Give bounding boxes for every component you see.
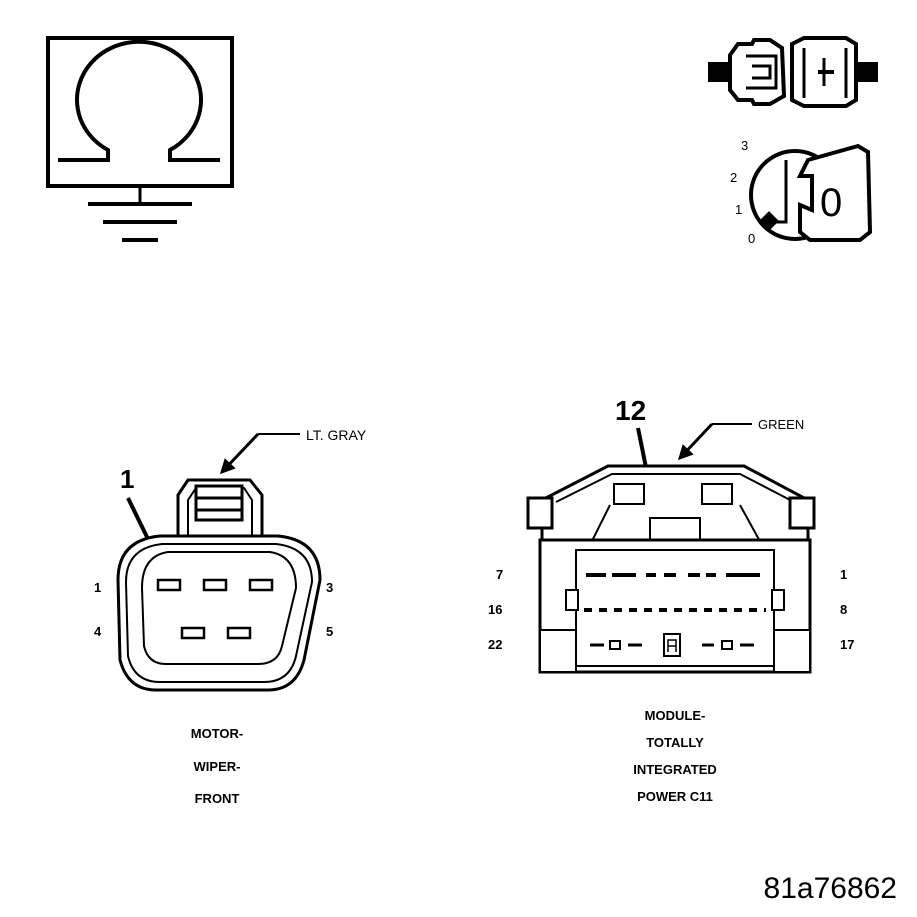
position-3-label: 3 <box>741 138 748 153</box>
key-position-label: 0 <box>820 181 842 225</box>
connector-name-line-1: MOTOR- <box>191 726 243 741</box>
connector-name-line-4: POWER C11 <box>637 789 713 804</box>
pin-label-1: 1 <box>94 580 101 595</box>
wire-color-label: GREEN <box>758 417 804 432</box>
pin-label-4: 4 <box>94 624 102 639</box>
connector-name-line-2: WIPER- <box>194 759 241 774</box>
position-0-label: 0 <box>748 231 755 246</box>
pin-label-16: 16 <box>488 602 502 617</box>
connector-motor-wiper-front: 1 LT. GRAY 1 3 4 5 MOTOR- WIPER- FRONT <box>94 427 367 806</box>
ohmmeter-ground-icon <box>46 36 234 242</box>
pin-label-17: 17 <box>840 637 854 652</box>
connector-name-line-1: MODULE- <box>645 708 706 723</box>
pin-label-5: 5 <box>326 624 333 639</box>
pin-label-8: 8 <box>840 602 847 617</box>
connector-tipm-c11: 12 GREEN <box>488 395 854 804</box>
pin-label-1: 1 <box>840 567 847 582</box>
ignition-switch-icon: 3 2 1 0 0 <box>730 138 873 246</box>
pin-label-7: 7 <box>496 567 503 582</box>
wire-color-label: LT. GRAY <box>306 427 367 443</box>
connector-name-line-3: INTEGRATED <box>633 762 717 777</box>
callout-pin-number: 1 <box>120 464 134 494</box>
position-2-label: 2 <box>730 170 737 185</box>
figure-id: 81a76862 <box>764 872 897 905</box>
pin-label-3: 3 <box>326 580 333 595</box>
connector-name-line-2: TOTALLY <box>646 735 704 750</box>
connector-name-line-3: FRONT <box>195 791 240 806</box>
callout-pin-number: 12 <box>615 395 646 426</box>
position-1-label: 1 <box>735 202 742 217</box>
pin-label-22: 22 <box>488 637 502 652</box>
connector-disconnect-icon <box>708 36 878 108</box>
